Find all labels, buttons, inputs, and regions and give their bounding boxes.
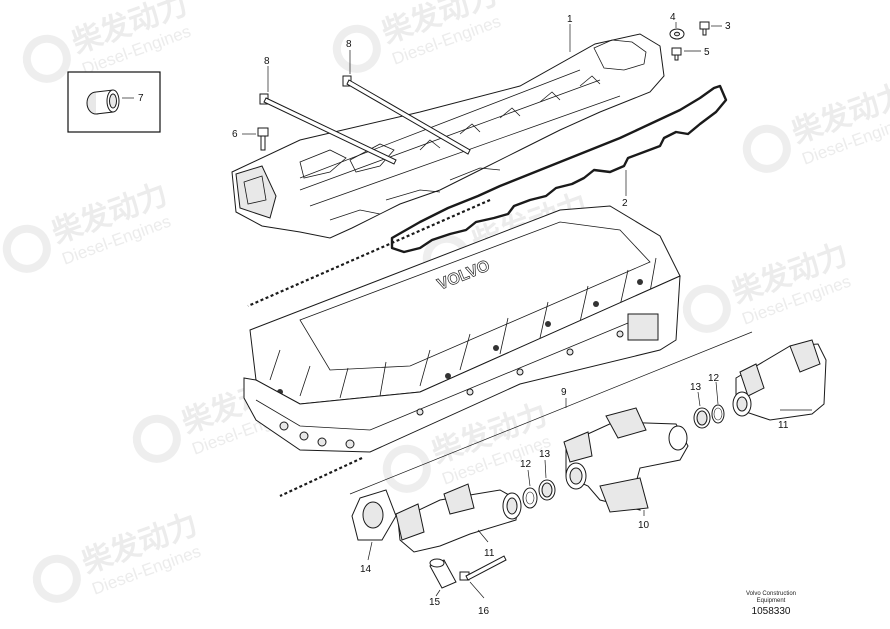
callout-1: 1 <box>567 14 573 25</box>
callout-11b: 11 <box>484 548 495 559</box>
bolt-5-icon <box>671 47 682 61</box>
callout-12a: 12 <box>708 373 720 384</box>
engine-valve-cover: VOLVO <box>243 205 681 453</box>
callout-16: 16 <box>478 606 490 617</box>
callout-11a: 11 <box>778 420 789 431</box>
watermark-6: 柴发动力 Diesel-Engines <box>682 237 853 333</box>
drawing-number: 1058330 <box>751 606 791 617</box>
exhaust-manifold-right <box>732 339 827 421</box>
callout-6: 6 <box>232 129 238 140</box>
head-ports <box>279 313 659 449</box>
watermark-4: 柴发动力 Diesel-Engines <box>2 177 173 273</box>
part-7-inset <box>67 71 161 133</box>
callout-10: 10 <box>638 520 650 531</box>
part-8-bolts <box>259 50 471 165</box>
group-9-bracket <box>349 331 753 495</box>
callout-2: 2 <box>622 198 628 209</box>
alignment-dashes <box>247 198 491 497</box>
parts-15-16 <box>429 555 507 599</box>
part-2-gasket <box>390 84 728 254</box>
watermark-3: 柴发动力 Diesel-Engines <box>742 77 890 173</box>
watermark-2: 柴发动力 Diesel-Engines <box>332 0 503 73</box>
bolt-16-icon <box>459 555 507 581</box>
exhaust-manifold-centre <box>563 407 689 516</box>
watermark-9: 柴发动力 Diesel-Engines <box>32 507 203 603</box>
washer-4-icon <box>669 28 685 40</box>
callout-13b: 13 <box>539 449 551 460</box>
bolt-8b <box>342 75 471 155</box>
sleeve-7-icon <box>86 89 120 115</box>
part-1-inlet-manifold <box>231 33 665 239</box>
callout-3: 3 <box>725 21 731 32</box>
callout-4: 4 <box>670 12 676 23</box>
part-14-gasket <box>351 489 397 561</box>
callout-13a: 13 <box>690 382 702 393</box>
callout-labels: 1 2 3 4 5 6 7 8 8 9 10 11 11 12 12 13 13… <box>138 12 789 617</box>
seals-right <box>693 381 725 429</box>
bolt-8a <box>259 93 397 165</box>
callout-14: 14 <box>360 564 372 575</box>
seals-left <box>522 459 556 509</box>
callout-9: 9 <box>561 387 567 398</box>
parts-3-4-5-hardware <box>669 21 722 61</box>
part-6-bolt <box>242 127 269 151</box>
callout-8b: 8 <box>346 39 352 50</box>
footer-company-line1: Volvo Construction <box>745 591 797 597</box>
callout-5: 5 <box>704 47 710 58</box>
callout-8a: 8 <box>264 56 270 67</box>
footer-company-line2: Equipment <box>756 598 786 604</box>
callout-7: 7 <box>138 93 144 104</box>
screw-3-icon <box>699 21 710 36</box>
callout-15: 15 <box>429 597 441 608</box>
exhaust-manifold-left <box>395 483 522 553</box>
callout-12b: 12 <box>520 459 532 470</box>
